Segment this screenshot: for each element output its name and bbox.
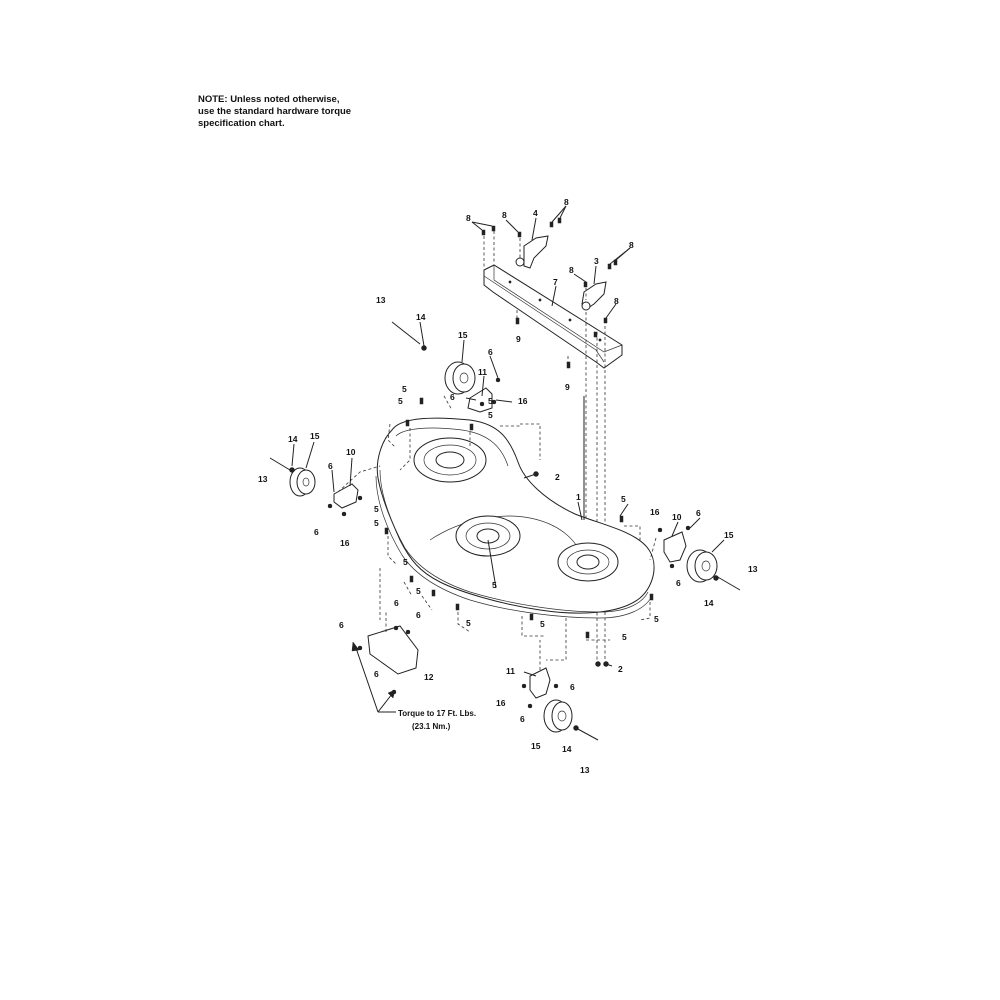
bracket-part-4: [515, 235, 549, 269]
callout-c13c: 13: [748, 564, 758, 574]
callout-c16a: 16: [518, 396, 528, 406]
callout-c15b: 15: [310, 431, 320, 441]
callout-c15d: 15: [531, 741, 541, 751]
diagram-note: NOTE: Unless noted otherwise, use the st…: [198, 94, 351, 130]
torque-arrows: [351, 641, 396, 713]
callout-c16d: 16: [496, 698, 506, 708]
callout-c1: 1: [576, 492, 581, 502]
callout-c6d: 6: [314, 527, 319, 537]
callout-c5b: 5: [398, 396, 403, 406]
callout-c5m: 5: [622, 632, 627, 642]
callout-c10a: 10: [346, 447, 356, 457]
torque-spec-line-2: (23.1 Nm.): [412, 722, 451, 731]
callout-c6c: 6: [328, 461, 333, 471]
callout-c5a: 5: [402, 384, 407, 394]
callout-c4: 4: [533, 208, 538, 218]
callout-c5h: 5: [403, 557, 408, 567]
note-line-1: NOTE: Unless noted otherwise,: [198, 94, 340, 105]
callout-c14a: 14: [416, 312, 426, 322]
callout-c6l: 6: [520, 714, 525, 724]
callout-c5c: 5: [488, 396, 493, 406]
callout-c5g: 5: [374, 518, 379, 528]
gauge-wheel-left: [269, 457, 363, 517]
hardware-fasteners-5: [384, 397, 654, 639]
callout-c13a: 13: [376, 295, 386, 305]
callout-c6j: 6: [374, 669, 379, 679]
callout-c5i: 5: [416, 586, 421, 596]
callout-c8d: 8: [629, 240, 634, 250]
gauge-wheel-bottom: [521, 667, 599, 741]
callout-c5n: 5: [654, 614, 659, 624]
callout-c5k: 5: [492, 580, 497, 590]
callout-c13b: 13: [258, 474, 268, 484]
callout-c2a: 2: [555, 472, 560, 482]
callout-c8c: 8: [564, 197, 569, 207]
note-line-3: specification chart.: [198, 118, 285, 129]
callout-c6f: 6: [676, 578, 681, 588]
callout-c10b: 10: [672, 512, 682, 522]
callout-c6g: 6: [394, 598, 399, 608]
callout-c5e: 5: [621, 494, 626, 504]
callout-c15c: 15: [724, 530, 734, 540]
callout-c14c: 14: [704, 598, 714, 608]
callout-c8a: 8: [466, 213, 471, 223]
callout-c16b: 16: [340, 538, 350, 548]
callout-c13d: 13: [580, 765, 590, 775]
callout-c3: 3: [594, 256, 599, 266]
callout-c8f: 8: [614, 296, 619, 306]
deck-spindle-left: [413, 437, 487, 483]
note-line-2: use the standard hardware torque: [198, 106, 352, 117]
callout-c6k: 6: [570, 682, 575, 692]
callout-c14d: 14: [562, 744, 572, 754]
callout-c6e: 6: [696, 508, 701, 518]
hardware-bolts-9: [515, 317, 571, 369]
torque-spec-line-1: Torque to 17 Ft. Lbs.: [398, 709, 476, 718]
callout-c12: 12: [424, 672, 434, 682]
callout-c9b: 9: [565, 382, 570, 392]
callout-labels: 8 8 4 8 8 8 3 7 8 9 9 13 14 15 6 11 6 16…: [258, 197, 758, 775]
deck-spindle-center: [455, 515, 521, 557]
deck-dashed-lines: [337, 395, 657, 670]
callout-c5j: 5: [466, 618, 471, 628]
callout-c9a: 9: [516, 334, 521, 344]
callout-c5l: 5: [540, 619, 545, 629]
callout-c14b: 14: [288, 434, 298, 444]
callout-c5f: 5: [374, 504, 379, 514]
callout-c6a: 6: [488, 347, 493, 357]
callout-c8e: 8: [569, 265, 574, 275]
bracket-dashed-lines: [483, 231, 606, 660]
gauge-wheel-right: [657, 525, 741, 591]
callout-c7: 7: [553, 277, 558, 287]
callout-c11b: 11: [506, 666, 515, 676]
bracket-part-3: [581, 281, 607, 311]
callout-c6b: 6: [450, 392, 455, 402]
callout-c6h: 6: [416, 610, 421, 620]
gauge-wheel-top: [391, 321, 501, 413]
callout-c5d: 5: [488, 410, 493, 420]
callout-c8b: 8: [502, 210, 507, 220]
callout-c2b: 2: [618, 664, 623, 674]
callout-c6i: 6: [339, 620, 344, 630]
deck-spindle-right: [557, 542, 619, 582]
bracket-part-12: [357, 625, 419, 695]
hanger-bracket-part-7: [483, 264, 623, 369]
callout-c15a: 15: [458, 330, 468, 340]
callout-c11a: 11: [478, 367, 487, 377]
callout-c16c: 16: [650, 507, 660, 517]
callout-leaders: [291, 205, 725, 677]
